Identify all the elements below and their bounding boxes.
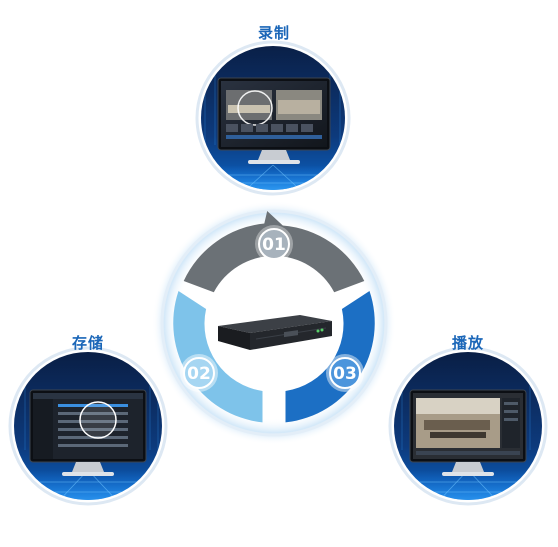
step-number-01: 01 bbox=[262, 235, 286, 255]
segment-03 bbox=[285, 291, 375, 423]
cycle-outer-ring bbox=[160, 209, 388, 437]
label-playback: 播放 bbox=[451, 334, 484, 352]
step-number-03: 03 bbox=[333, 364, 357, 384]
monitor-circle-top bbox=[195, 40, 351, 196]
monitor-circle-right bbox=[388, 346, 548, 506]
label-record: 录制 bbox=[257, 24, 290, 42]
rack-device-image bbox=[218, 315, 332, 350]
badge-02 bbox=[180, 354, 218, 392]
step-number-02: 02 bbox=[187, 364, 211, 384]
monitor-circle-left bbox=[8, 346, 168, 506]
badge-03 bbox=[326, 354, 364, 392]
segment-02 bbox=[173, 291, 263, 423]
label-storage: 存储 bbox=[71, 334, 104, 352]
badge-01 bbox=[255, 225, 293, 263]
